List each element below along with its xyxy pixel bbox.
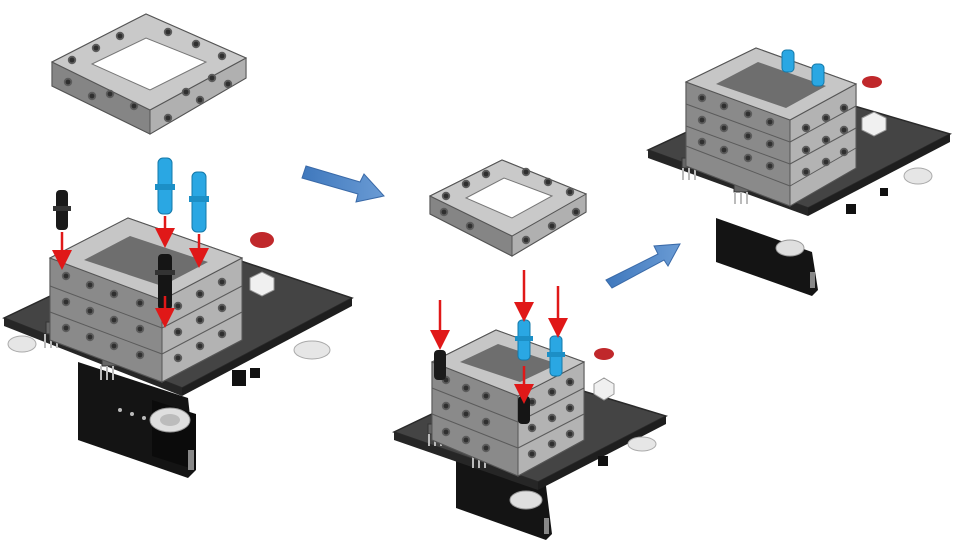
step-1-black-pin-a (53, 190, 71, 230)
step-2-wheel (509, 490, 543, 510)
step-arrow-icon-1 (301, 165, 385, 203)
step-3-frame-stack (684, 47, 858, 207)
step-1-insert-arrows (52, 216, 209, 328)
step-1-blue-pin-a (155, 157, 175, 215)
step-arrow-icon-2 (605, 243, 681, 289)
step-3-assembly (646, 47, 952, 296)
step-2-blue-pin-b (547, 335, 565, 377)
step-3-blue-pin-b (811, 63, 825, 87)
step-2-insert-arrows (430, 270, 568, 404)
step-2-black-pin-b (518, 396, 530, 424)
step-1-assembly (2, 13, 354, 478)
step-2-black-pin-a (434, 350, 446, 380)
step-3-bracket (716, 218, 818, 296)
step-2-frame-stack (430, 329, 586, 477)
step-1-wheel (149, 407, 191, 433)
step-3-wheel (775, 167, 933, 257)
step-1-blue-pin-b (189, 171, 209, 233)
step-2-new-frame (428, 159, 588, 257)
step-2-assembly (392, 159, 668, 540)
step-1-black-pin-b (155, 254, 175, 310)
step-2-blue-pin-a (515, 319, 533, 361)
step-3-blue-pin-a (781, 49, 795, 73)
step-2-bracket (456, 456, 552, 540)
step-1-new-frame (50, 13, 248, 135)
